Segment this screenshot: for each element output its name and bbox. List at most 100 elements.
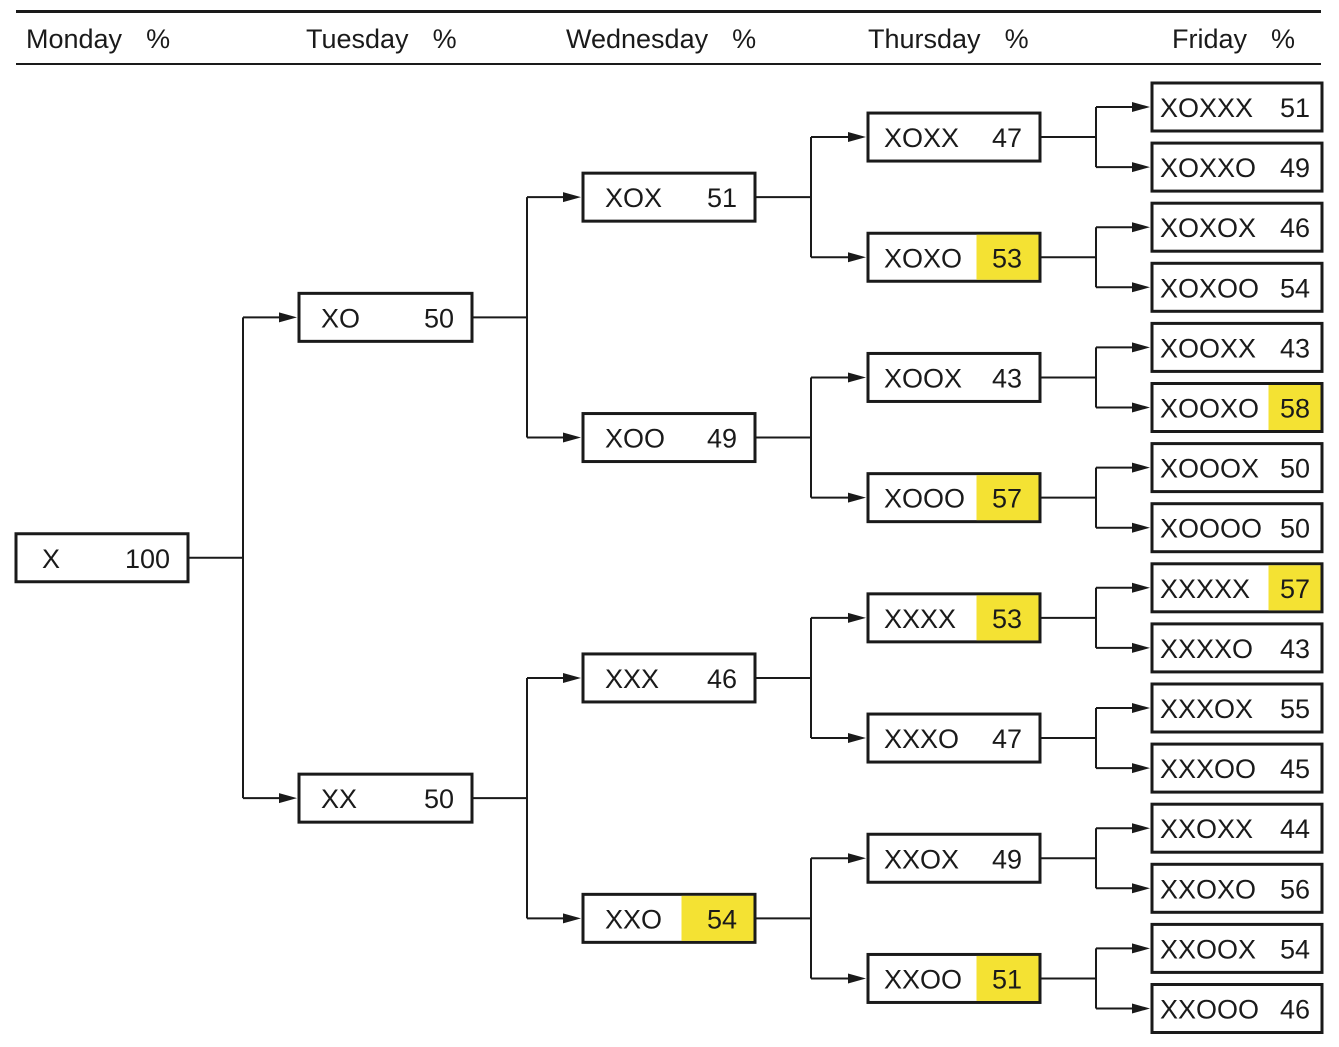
percentage-label: 54 <box>1280 273 1310 303</box>
arrow-head <box>279 312 297 323</box>
sequence-label: XXXXO <box>1160 634 1253 664</box>
arrow-head <box>563 913 581 924</box>
percentage-label: 45 <box>1280 754 1310 784</box>
column-header-pct: % <box>732 24 757 54</box>
sequence-node-xoxx: XOXX 47 <box>866 111 1042 163</box>
tree-connector <box>755 132 866 263</box>
tree-connector <box>1040 703 1150 774</box>
percentage-label: 49 <box>707 424 737 454</box>
sequence-label: XOO <box>605 424 665 454</box>
sequence-node-xxxo: XXXO 47 <box>866 712 1042 764</box>
sequence-label: XOOX <box>884 363 962 393</box>
sequence-node-xoxoo: XOXOO 54 <box>1150 261 1324 313</box>
sequence-label: XXO <box>605 904 662 934</box>
arrow-head <box>848 132 866 143</box>
tree-connector <box>1040 582 1150 653</box>
column-header-tuesday: Tuesday% <box>306 24 457 55</box>
arrow-head <box>848 252 866 263</box>
percentage-label: 47 <box>992 724 1022 754</box>
arrow-head <box>848 973 866 984</box>
tree-connector <box>755 372 866 503</box>
sequence-label: XXXO <box>884 724 959 754</box>
highlight-marker <box>976 234 1039 280</box>
percentage-label: 46 <box>1280 213 1310 243</box>
percentage-label: 53 <box>992 243 1022 273</box>
sequence-label: XXOOX <box>1160 934 1256 964</box>
percentage-label: 49 <box>992 844 1022 874</box>
column-header-day: Wednesday <box>566 24 709 54</box>
sequence-node-xo: XO 50 <box>297 291 474 343</box>
sequence-label: XXOXO <box>1160 874 1256 904</box>
tree-connector <box>472 672 581 924</box>
percentage-label: 50 <box>424 784 454 814</box>
sequence-node-xxx: XXX 46 <box>581 652 757 704</box>
sequence-label: XOOOO <box>1160 514 1262 544</box>
sequence-label: XOXO <box>884 243 962 273</box>
sequence-node-xxoox: XXOOX 54 <box>1150 922 1324 974</box>
sequence-label: XXXOO <box>1160 754 1256 784</box>
highlight-marker <box>976 595 1039 641</box>
arrow-head <box>1132 823 1150 834</box>
sequence-label: XOXOX <box>1160 213 1256 243</box>
sequence-label: XX <box>321 784 357 814</box>
tree-connector <box>188 312 297 804</box>
column-header-day: Friday <box>1172 24 1248 54</box>
sequence-node-xoxo: XOXO 53 <box>866 231 1042 283</box>
sequence-label: XXOO <box>884 964 962 994</box>
sequence-label: XXXOX <box>1160 694 1253 724</box>
arrow-head <box>1132 703 1150 713</box>
percentage-label: 47 <box>992 123 1022 153</box>
sequence-label: XOXX <box>884 123 959 153</box>
arrow-head <box>848 733 866 744</box>
tree-connector <box>1040 342 1150 413</box>
sequence-node-xoooo: XOOOO 50 <box>1150 502 1324 554</box>
sequence-label: XOXOO <box>1160 273 1259 303</box>
tree-connector <box>755 853 866 984</box>
sequence-label: XXX <box>605 664 659 694</box>
sequence-label: XO <box>321 303 360 333</box>
arrow-head <box>563 432 581 443</box>
highlight-marker <box>681 895 754 941</box>
percentage-label: 50 <box>424 303 454 333</box>
sequence-label: XOOO <box>884 484 965 514</box>
arrow-head <box>1132 162 1150 173</box>
percentage-label: 57 <box>992 484 1022 514</box>
column-header-day: Tuesday <box>306 24 409 54</box>
tree-connector <box>755 612 866 744</box>
percentage-label: 46 <box>707 664 737 694</box>
arrow-head <box>1132 222 1150 233</box>
column-header-day: Thursday <box>868 24 981 54</box>
percentage-label: 44 <box>1280 814 1310 844</box>
percentage-label: 51 <box>707 183 737 213</box>
arrow-head <box>1132 582 1150 593</box>
sequence-node-xxxxx: XXXXX 57 <box>1150 562 1324 614</box>
percentage-label: 54 <box>707 904 737 934</box>
sequence-label: XXOOO <box>1160 995 1259 1025</box>
highlight-marker <box>976 475 1039 521</box>
tree-connector <box>1040 943 1150 1014</box>
sequence-label: XXXXX <box>1160 574 1250 604</box>
sequence-node-xxoxx: XXOXX 44 <box>1150 802 1324 854</box>
percentage-label: 43 <box>1280 333 1310 363</box>
header-bottom-rule <box>16 63 1321 65</box>
tree-connector <box>1040 102 1150 173</box>
percentage-label: 57 <box>1280 574 1310 604</box>
percentage-label: 56 <box>1280 874 1310 904</box>
header-top-rule <box>16 10 1321 13</box>
sequence-label: XXXX <box>884 604 956 634</box>
highlight-marker <box>976 955 1039 1001</box>
percentage-label: 55 <box>1280 694 1310 724</box>
percentage-label: 50 <box>1280 514 1310 544</box>
sequence-node-xoxox: XOXOX 46 <box>1150 201 1324 253</box>
sequence-label: XXOXX <box>1160 814 1253 844</box>
percentage-label: 51 <box>1280 93 1310 123</box>
arrow-head <box>1132 1003 1150 1014</box>
percentage-label: 54 <box>1280 934 1310 964</box>
column-header-monday: Monday% <box>26 24 170 55</box>
